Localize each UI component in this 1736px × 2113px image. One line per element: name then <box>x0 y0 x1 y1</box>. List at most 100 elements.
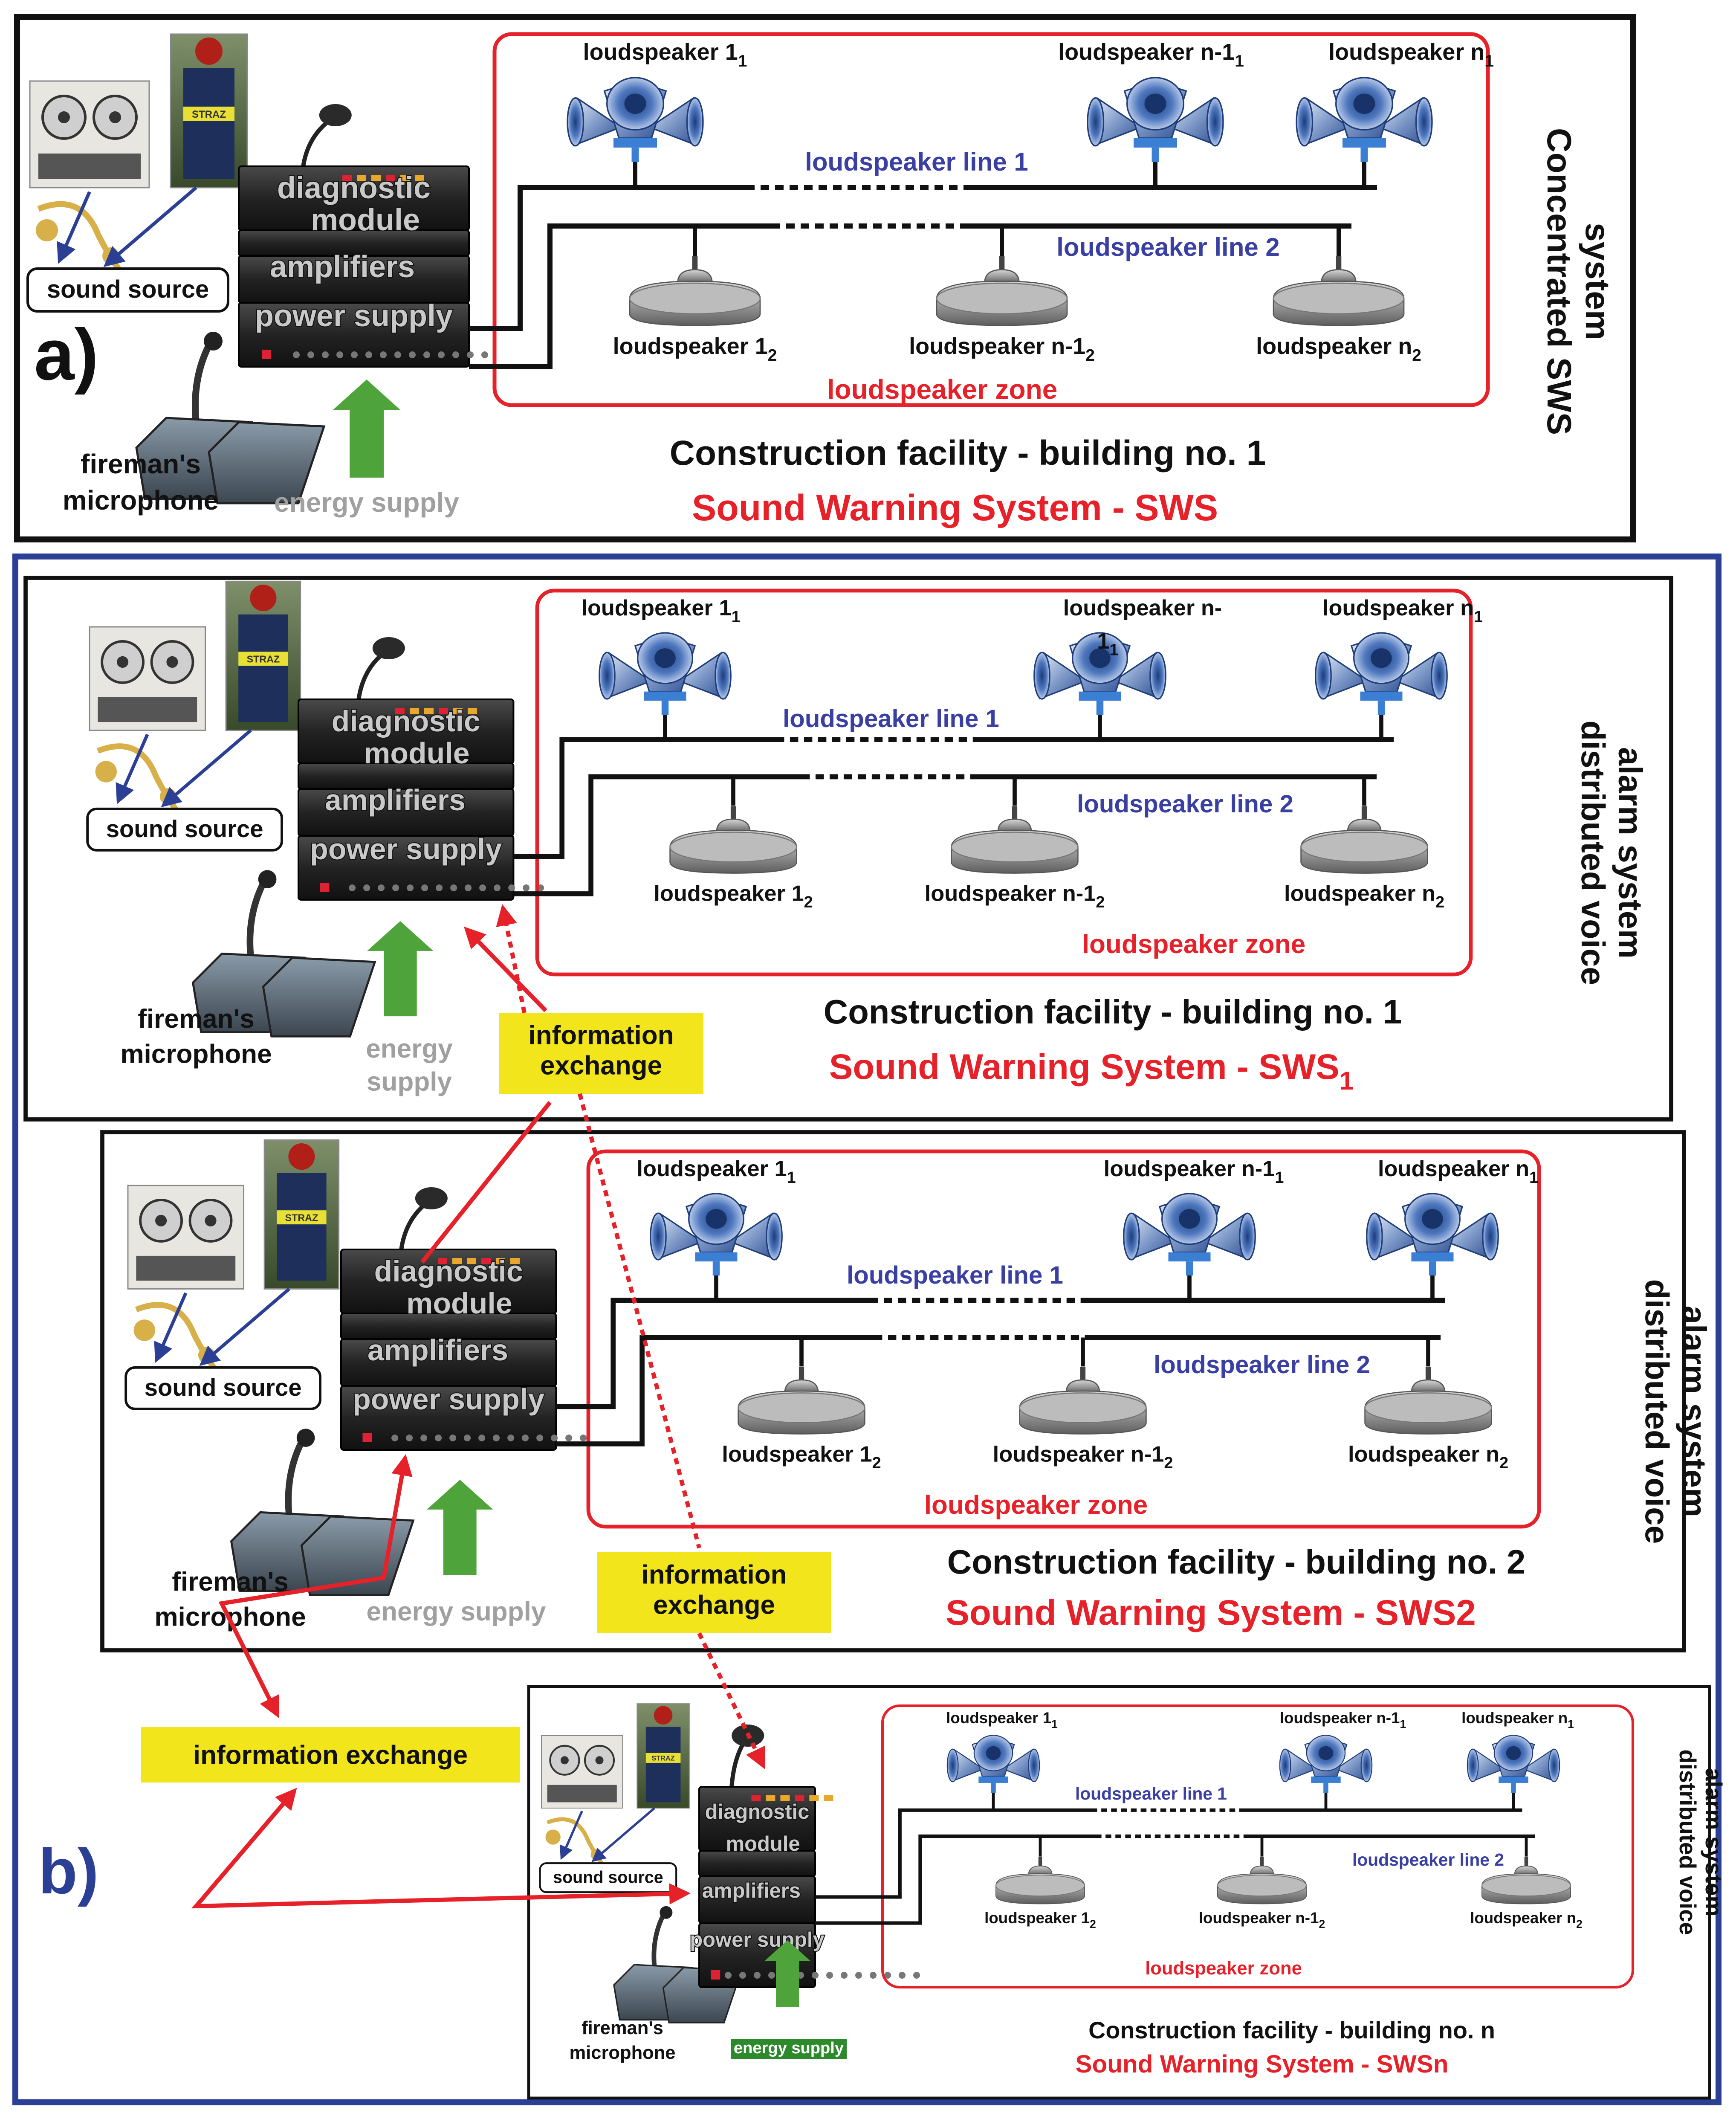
loudspeaker-line-1 <box>513 715 1394 859</box>
arrow-info-to-sws1-rack <box>464 926 547 1012</box>
panel-a-tag: a) <box>34 314 98 395</box>
arrow-sws2-to-left-info <box>218 1454 413 1718</box>
ceiling-loudspeaker-icon <box>995 1857 1085 1904</box>
dotted-arrow-info-down <box>578 1093 701 1549</box>
dotted-arrow-sws1-info <box>496 904 527 1013</box>
horn-loudspeaker-icon <box>1279 1735 1373 1793</box>
info-exchange-sws2-box <box>597 1552 831 1633</box>
horn-loudspeaker-label-3: loudspeaker n1 <box>1328 39 1494 70</box>
loudspeaker-line-1-label: loudspeaker line 1 <box>847 1261 1063 1289</box>
ceiling-loudspeaker-label-3: loudspeaker n2 <box>1284 881 1444 911</box>
loudspeaker-zone-border <box>881 1704 1635 1989</box>
arrow-tape-to-source <box>154 1292 188 1363</box>
side-label-line-2: system <box>1579 223 1617 340</box>
horn-loudspeaker-icon <box>1366 1193 1499 1276</box>
rack-label-diagnostic: diagnostic <box>705 1800 810 1823</box>
panel-b-tag: b) <box>38 1835 99 1907</box>
rack-label-module: module <box>364 736 469 770</box>
energy-supply-arrow-icon <box>427 1480 493 1575</box>
ceiling-loudspeaker-label-2: loudspeaker n-12 <box>993 1442 1173 1472</box>
info-exchange-left: information exchange <box>141 1727 520 1783</box>
firemans-microphone-label-line1: fireman's <box>172 1567 289 1597</box>
frames-layer <box>12 14 1722 2105</box>
ceiling-loudspeaker-icon <box>1019 1367 1147 1435</box>
horn-loudspeaker-icon <box>1315 632 1448 715</box>
loudspeaker-line-1 <box>469 162 1377 331</box>
rack-label-amplifiers: amplifiers <box>270 250 415 284</box>
arrow-fireman-to-source <box>161 729 252 808</box>
info-exchange-sws2-line-2: exchange <box>653 1591 775 1620</box>
energy-supply-label-line2: supply <box>367 1067 452 1097</box>
horn-loudspeaker-icon <box>1033 632 1166 715</box>
rack-microphone-cable <box>399 1201 428 1250</box>
horn-loudspeaker-label-2: loudspeaker n-11 <box>1104 1156 1284 1186</box>
horn-loudspeaker-icon <box>1087 77 1224 162</box>
rack-power-unit <box>238 302 470 368</box>
ceiling-loudspeaker-label-3: loudspeaker n2 <box>1348 1442 1508 1472</box>
links-layer: informationexchangeinformationexchangein… <box>141 904 831 1909</box>
horn-loudspeaker-label-1: loudspeaker 11 <box>581 596 740 626</box>
loudspeaker-line-2-label: loudspeaker line 2 <box>1154 1351 1370 1379</box>
loudspeaker-zone-label: loudspeaker zone <box>1082 930 1305 959</box>
horn-loudspeaker-label-1: loudspeaker 11 <box>637 1156 796 1186</box>
facility-title: Construction facility - building no. 1 <box>824 993 1402 1031</box>
arrow-left-info-to-swsn <box>191 1788 691 1909</box>
panel-b-sws1-frame <box>23 576 1673 1122</box>
energy-supply-arrow-icon <box>333 380 401 478</box>
firemans-microphone-label-line2: microphone <box>120 1039 272 1069</box>
horn-loudspeaker-label-3: loudspeaker n1 <box>1322 596 1483 626</box>
energy-supply-label: energy supply <box>734 2039 844 2057</box>
info-exchange-left-line-1: information exchange <box>193 1741 468 1770</box>
panel-b-sws2-frame <box>100 1130 1686 1652</box>
firemans-microphone-label-line1: fireman's <box>582 2018 663 2038</box>
firemans-microphone-icon <box>191 870 376 1038</box>
energy-supply-label: energy supply <box>367 1597 546 1626</box>
side-label-line-1: Concentrated SWS <box>1540 128 1578 435</box>
system-title: Sound Warning System - SWSn <box>1076 2050 1449 2078</box>
horn-loudspeaker-icon <box>1123 1193 1256 1276</box>
system-title: Sound Warning System - SWS2 <box>946 1592 1476 1632</box>
horn-loudspeaker-label-2-wrap: 11 <box>1097 629 1118 659</box>
panel-a-outer-frame <box>14 14 1636 542</box>
horn-loudspeaker-label-1: loudspeaker 11 <box>946 1709 1058 1730</box>
ceiling-loudspeaker-label-1: loudspeaker 12 <box>654 881 813 911</box>
rack-microphone-cable <box>356 651 386 700</box>
rack-microphone-cable <box>729 1739 747 1787</box>
panel-b-outer-frame <box>12 554 1722 2105</box>
ceiling-loudspeaker-icon <box>951 806 1079 874</box>
ceiling-loudspeaker-icon <box>669 806 797 874</box>
horn-loudspeaker-label-2: loudspeaker n-11 <box>1058 39 1244 70</box>
horn-loudspeaker-icon <box>946 1735 1040 1793</box>
energy-supply-box <box>731 2039 847 2059</box>
sound-source-box <box>86 807 283 852</box>
side-label-line-1: distributed voice <box>1675 1749 1701 1935</box>
rack-label-diagnostic: diagnostic <box>277 171 431 205</box>
ceiling-loudspeaker-icon <box>629 256 761 326</box>
ceiling-loudspeaker-label-1: loudspeaker 12 <box>613 333 777 365</box>
loudspeaker-line-1 <box>815 1793 1522 1899</box>
info-exchange-sws1-line-2: exchange <box>540 1051 662 1081</box>
ceiling-loudspeaker-icon <box>738 1367 865 1435</box>
loudspeaker-line-2 <box>513 774 1377 896</box>
loudspeaker-line-2-label: loudspeaker line 2 <box>1056 233 1280 261</box>
rack-label-module: module <box>726 1832 800 1855</box>
ceiling-loudspeaker-label-2: loudspeaker n-12 <box>1199 1909 1325 1930</box>
energy-supply-arrow-icon <box>367 921 434 1017</box>
rack-label-amplifiers: amplifiers <box>367 1333 508 1367</box>
loudspeaker-zone-border <box>492 32 1490 407</box>
loudspeaker-line-1 <box>556 1275 1445 1409</box>
rack-label-amplifiers: amplifiers <box>325 783 466 817</box>
horn-loudspeaker-icon <box>599 632 732 715</box>
firemans-microphone-label-line2: microphone <box>569 2043 675 2063</box>
info-exchange-sws1-line-1: information <box>529 1020 674 1050</box>
loudspeaker-zone-label: loudspeaker zone <box>1145 1958 1302 1979</box>
side-label-line-1: distributed voice <box>1574 721 1611 985</box>
loudspeaker-line-2-label: loudspeaker line 2 <box>1352 1850 1504 1870</box>
